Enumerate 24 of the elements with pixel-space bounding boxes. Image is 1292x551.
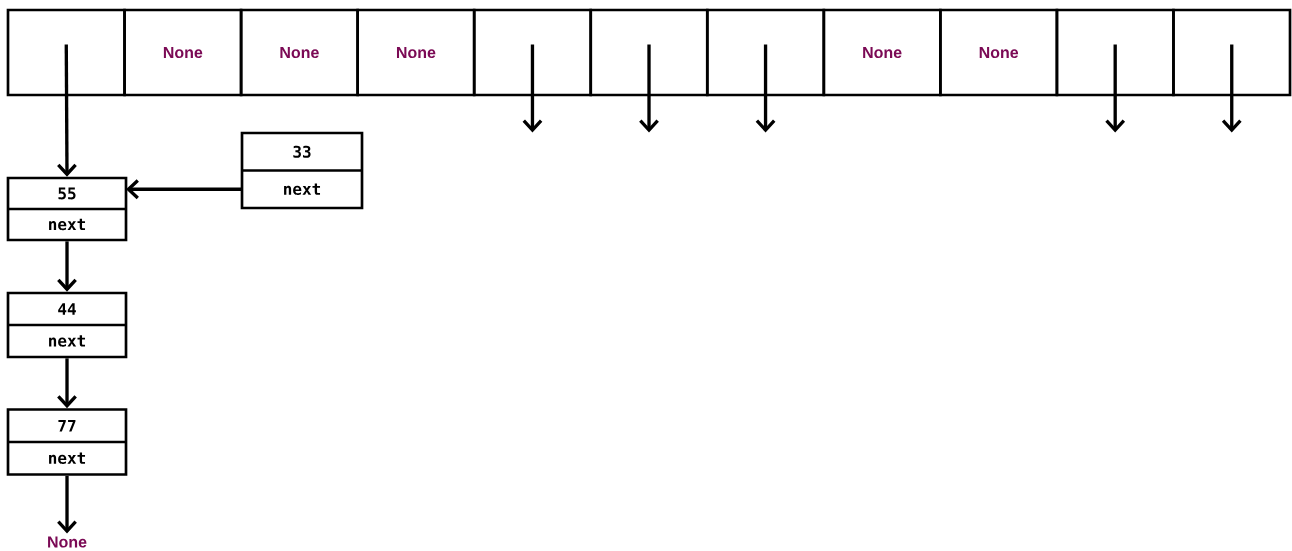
array-cell: None: [123, 8, 243, 97]
array-cell: [1055, 8, 1175, 97]
array-cell: [589, 8, 709, 97]
array-cell: [6, 8, 126, 97]
arrow: [57, 241, 77, 292]
arrow: [57, 475, 77, 534]
list-node: 33 next: [240, 131, 364, 210]
arrow: [57, 358, 77, 409]
arrow: [522, 44, 543, 133]
arrow: [755, 44, 776, 133]
list-node: 44 next: [6, 291, 128, 359]
array-cell: None: [239, 8, 359, 97]
list-node: 55 next: [6, 176, 128, 242]
array-cell: [1172, 8, 1292, 97]
arrow: [1105, 44, 1126, 133]
array-cell: None: [356, 8, 476, 97]
arrow: [126, 179, 242, 200]
arrow: [639, 44, 659, 133]
array-cell: None: [939, 8, 1059, 97]
arrow: [57, 44, 77, 177]
null-label: None: [48, 536, 87, 548]
arrow: [1221, 44, 1242, 133]
list-node: 77 next: [6, 408, 128, 476]
array-cell: None: [822, 8, 942, 97]
